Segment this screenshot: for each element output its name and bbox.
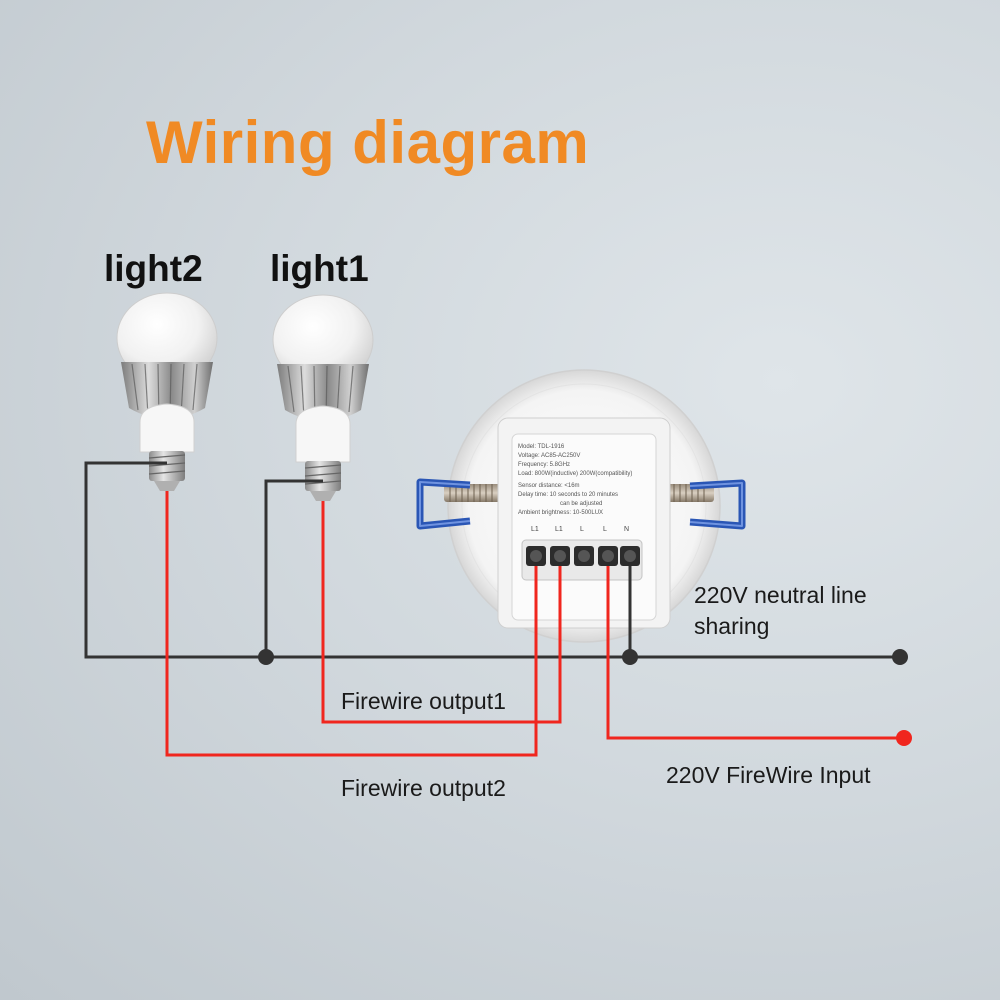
neutral-terminal-dot [892,649,908,665]
neutral-junction-dot [258,649,274,665]
firewire-output1-wire [321,501,562,724]
firewire-input-dot [896,730,912,746]
spec-line: Model: TDL-1916 [518,444,565,450]
neutral-junction-dot [622,649,638,665]
terminal-screw [526,546,546,566]
firewire-output2-wire [165,491,538,757]
spec-line: Delay time: 10 seconds to 20 minutes [518,492,618,498]
live-wiring [165,491,903,757]
sensor-spec-plate: Model: TDL-1916 Voltage: AC85-AC250V Fre… [518,444,632,516]
neutral-line-label-line1: 220V neutral line [694,582,867,608]
firewire-output1-label: Firewire output1 [341,688,506,714]
spec-line: can be adjusted [560,501,602,507]
neutral-wiring [84,461,900,659]
spec-line: Sensor distance: <16m [518,483,580,489]
microwave-sensor-module: Model: TDL-1916 Voltage: AC85-AC250V Fre… [416,369,746,643]
terminal-label: L [603,526,607,533]
terminal-label: L [580,526,584,533]
light2-label: light2 [104,248,203,289]
terminal-label: L1 [531,526,539,533]
neutral-line-label-line2: sharing [694,613,770,639]
mounting-clip-left [416,478,514,530]
spec-line: Frequency: 5.8GHz [518,462,570,468]
neutral-wire-light2 [84,461,900,659]
terminal-label: L1 [555,526,563,533]
bulb-light1 [272,294,374,501]
terminal-label: N [624,526,629,533]
diagram-title: Wiring diagram [146,109,590,176]
spec-line: Load: 800W(inductive) 200W(compatibility… [518,471,632,477]
spec-line: Ambient brightness: 10-500LUX [518,510,603,516]
firewire-output2-label: Firewire output2 [341,775,506,801]
terminal-screw [620,546,640,566]
neutral-wire-light1 [264,479,323,657]
terminal-screw [550,546,570,566]
firewire-input-wire [606,566,903,740]
bulb-light2 [116,292,218,491]
terminal-screw [598,546,618,566]
terminal-block: L1 L1 L L N [521,526,643,581]
firewire-input-label: 220V FireWire Input [666,762,871,788]
light1-label: light1 [270,248,369,289]
terminal-screw [574,546,594,566]
spec-line: Voltage: AC85-AC250V [518,453,580,459]
neutral-line-label: 220V neutral line sharing [694,580,867,642]
